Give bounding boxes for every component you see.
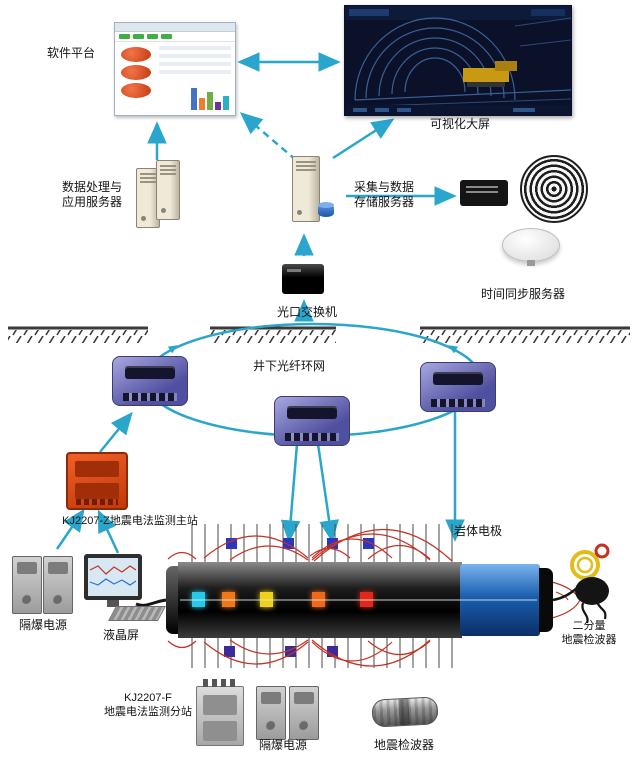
right-cable bbox=[552, 587, 578, 602]
toolbar-button bbox=[133, 34, 144, 39]
label-software-platform: 软件平台 bbox=[46, 46, 95, 60]
window-toolbar bbox=[115, 32, 235, 42]
pie-chart bbox=[121, 47, 151, 62]
data-row bbox=[159, 46, 231, 50]
field-lines bbox=[167, 528, 581, 667]
data-row bbox=[159, 70, 231, 74]
bar bbox=[215, 102, 221, 110]
application-server bbox=[136, 160, 188, 228]
ring-arrow-left bbox=[167, 345, 178, 354]
software-platform-screenshot bbox=[114, 22, 236, 116]
label-rock-electrode: 岩体电极 bbox=[453, 524, 502, 538]
toolbar-button bbox=[119, 34, 130, 39]
label-optical-switch: 光口交换机 bbox=[276, 305, 337, 319]
visualization-screen bbox=[344, 5, 572, 116]
electrode-orange bbox=[312, 592, 325, 607]
device-label-lines bbox=[466, 186, 498, 196]
flameproof-power-box bbox=[12, 556, 42, 614]
tube-blue-section bbox=[460, 564, 540, 636]
label-power-underground: 隔爆电源 bbox=[258, 738, 307, 752]
data-row bbox=[159, 54, 231, 58]
ring-arrow-right bbox=[448, 345, 459, 354]
electrode-cyan bbox=[192, 592, 205, 607]
keyboard bbox=[108, 606, 166, 621]
bar-chart bbox=[191, 80, 229, 110]
server-tower bbox=[156, 160, 180, 220]
lcd-monitor bbox=[84, 554, 166, 621]
bar bbox=[199, 98, 205, 110]
window-titlebar bbox=[115, 23, 235, 32]
label-main-station: KJ2207-Z地震电法监测主站 bbox=[62, 515, 198, 527]
toolbar-button bbox=[147, 34, 158, 39]
electrode-yellow bbox=[260, 592, 273, 607]
label-lcd-screen: 液晶屏 bbox=[102, 628, 139, 642]
label-geophone: 地震检波器 bbox=[373, 738, 434, 752]
pie-chart bbox=[121, 65, 151, 80]
label-visual-screen: 可视化大屏 bbox=[429, 117, 490, 131]
label-storage-server: 采集与数据 存储服务器 bbox=[353, 180, 414, 209]
toolbar-button bbox=[161, 34, 172, 39]
tube-axis-line bbox=[180, 599, 537, 601]
borehole-electrode-array bbox=[166, 562, 553, 638]
fiber-substation-right bbox=[420, 362, 496, 412]
time-sync-server-box bbox=[460, 180, 508, 206]
electrode-red bbox=[360, 592, 373, 607]
label-time-sync-server: 时间同步服务器 bbox=[480, 287, 565, 301]
seismic-substation-box bbox=[196, 679, 244, 746]
label-substation: KJ2207-F 地震电法监测分站 bbox=[104, 692, 192, 718]
fiber-substation-left bbox=[112, 356, 188, 406]
tube-left-cap bbox=[166, 566, 180, 634]
data-row bbox=[159, 62, 231, 66]
window-body bbox=[115, 42, 235, 114]
label-power-surface: 隔爆电源 bbox=[18, 618, 67, 632]
geophone-cylinder bbox=[371, 696, 439, 728]
bar bbox=[207, 92, 213, 110]
two-component-geophone bbox=[570, 543, 610, 624]
cable-coil bbox=[520, 155, 588, 223]
monitor-stand bbox=[107, 600, 119, 607]
optical-switch bbox=[282, 264, 324, 294]
label-fiber-ring: 井下光纤环网 bbox=[252, 359, 325, 373]
bar bbox=[191, 88, 197, 110]
electrode-orange bbox=[222, 592, 235, 607]
storage-server bbox=[292, 156, 338, 226]
seismic-main-station bbox=[66, 452, 128, 510]
pie-chart bbox=[121, 83, 151, 98]
flameproof-power-box bbox=[289, 686, 319, 740]
bar bbox=[223, 96, 229, 110]
monitor-screen bbox=[88, 558, 138, 596]
connection-arrows bbox=[55, 52, 465, 554]
label-app-server: 数据处理与 应用服务器 bbox=[61, 180, 122, 209]
flameproof-power-box bbox=[43, 556, 73, 614]
data-rows bbox=[159, 46, 231, 78]
left-cable bbox=[135, 598, 167, 607]
tube-right-cap bbox=[539, 568, 553, 632]
gps-antenna bbox=[502, 228, 560, 266]
monitor-frame bbox=[84, 554, 142, 600]
flameproof-power-box bbox=[256, 686, 286, 740]
pie-charts bbox=[118, 44, 154, 101]
ground-surface bbox=[8, 326, 630, 343]
database-icon bbox=[318, 202, 334, 217]
server-tower bbox=[292, 156, 320, 222]
label-two-component-geophone: 二分量 地震检波器 bbox=[561, 620, 617, 646]
fiber-substation-middle bbox=[274, 396, 350, 446]
